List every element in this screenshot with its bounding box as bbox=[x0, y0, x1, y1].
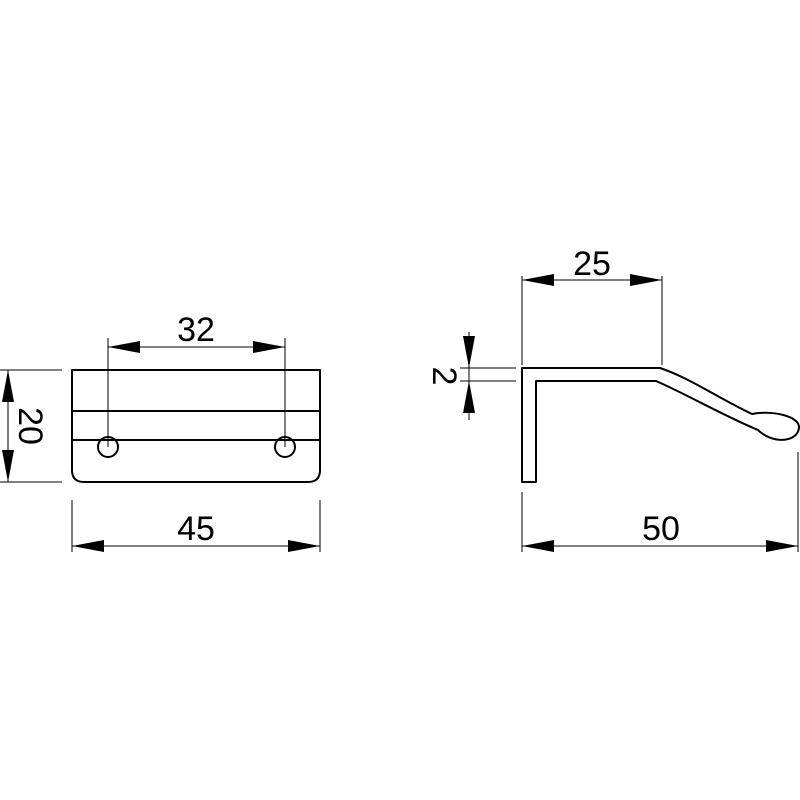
front-view: 32 45 20 bbox=[0, 311, 321, 552]
arrow-head bbox=[522, 540, 554, 552]
arrow-head bbox=[2, 450, 14, 482]
arrow-head bbox=[522, 274, 554, 286]
dimension-side-depth-label: 50 bbox=[642, 510, 680, 548]
arrow-head bbox=[253, 341, 285, 353]
arrow-head bbox=[463, 336, 475, 368]
dimension-front-height: 20 bbox=[0, 369, 62, 483]
dimension-top-length: 25 bbox=[521, 245, 663, 365]
side-view: 25 2 50 bbox=[425, 245, 800, 552]
arrow-head bbox=[288, 540, 320, 552]
dimension-front-width-label: 45 bbox=[177, 510, 215, 548]
front-view-outline bbox=[71, 369, 321, 483]
dimension-hole-spacing: 32 bbox=[107, 311, 286, 447]
dimension-top-length-label: 25 bbox=[573, 245, 611, 283]
dimension-side-depth: 50 bbox=[521, 452, 799, 552]
arrow-head bbox=[630, 274, 662, 286]
dimension-front-width: 45 bbox=[71, 500, 321, 552]
arrow-head bbox=[72, 540, 104, 552]
arrow-head bbox=[463, 381, 475, 413]
dimension-thickness: 2 bbox=[425, 332, 516, 420]
dimension-thickness-label: 2 bbox=[425, 367, 463, 386]
arrow-head bbox=[2, 370, 14, 402]
dimension-front-height-label: 20 bbox=[11, 407, 49, 445]
dimension-hole-spacing-label: 32 bbox=[177, 311, 215, 349]
arrow-head bbox=[766, 540, 798, 552]
arrow-head bbox=[108, 341, 140, 353]
side-view-profile bbox=[521, 367, 800, 483]
